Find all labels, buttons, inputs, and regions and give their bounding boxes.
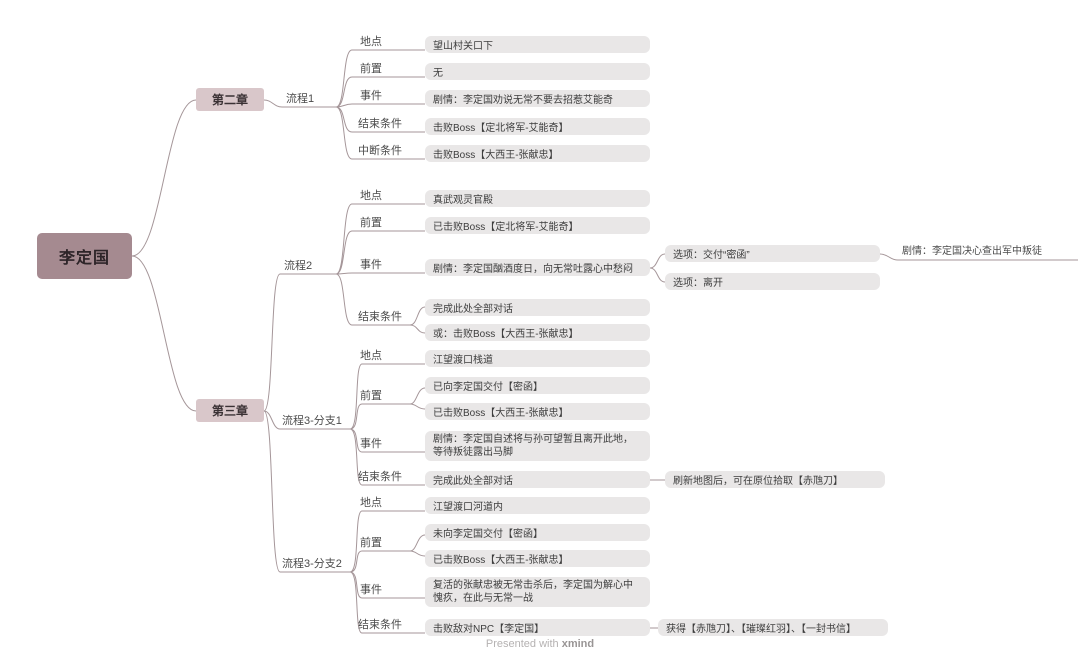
flow1-prereq-value[interactable]: 无 — [425, 63, 650, 80]
flow2-option1-result[interactable]: 剧情：李定国决心查出军中叛徒 — [902, 246, 1042, 257]
flow2-location-value[interactable]: 真武观灵官殿 — [425, 190, 650, 207]
flow3a-location-value[interactable]: 江望渡口栈道 — [425, 350, 650, 367]
flow3a-topic[interactable]: 流程3-分支1 — [282, 415, 342, 427]
flow2-topic[interactable]: 流程2 — [284, 260, 313, 272]
flow2-option1-topic[interactable]: 选项：交付“密函” — [665, 245, 880, 262]
flow3a-end-note[interactable]: 刷新地图后，可在原位拾取【赤虺刀】 — [665, 471, 885, 488]
flow1-event-label[interactable]: 事件 — [360, 90, 382, 102]
chapter3-topic[interactable]: 第三章 — [196, 399, 264, 422]
flow1-end-label[interactable]: 结束条件 — [358, 118, 402, 130]
flow1-event-value[interactable]: 剧情：李定国劝说无常不要去招惹艾能奇 — [425, 90, 650, 107]
flow3b-event-value[interactable]: 复活的张献忠被无常击杀后，李定国为解心中愧疚，在此与无常一战 — [425, 577, 650, 607]
flow3a-location-label[interactable]: 地点 — [360, 350, 382, 362]
flow2-end2-value[interactable]: 或：击败Boss【大西王-张献忠】 — [425, 324, 650, 341]
flow3a-end-value[interactable]: 完成此处全部对话 — [425, 471, 650, 488]
flow2-option2-topic[interactable]: 选项：离开 — [665, 273, 880, 290]
flow1-prereq-label[interactable]: 前置 — [360, 63, 382, 75]
flow2-prereq-label[interactable]: 前置 — [360, 217, 382, 229]
flow3a-event-label[interactable]: 事件 — [360, 438, 382, 450]
watermark-brand: xmind — [561, 638, 595, 650]
flow2-event-value[interactable]: 剧情：李定国酗酒度日，向无常吐露心中愁闷 — [425, 259, 650, 276]
flow3a-prereq2-value[interactable]: 已击败Boss【大西王-张献忠】 — [425, 403, 650, 420]
flow2-prereq-value[interactable]: 已击败Boss【定北将军-艾能奇】 — [425, 217, 650, 234]
flow1-location-label[interactable]: 地点 — [360, 36, 382, 48]
flow3b-topic[interactable]: 流程3-分支2 — [282, 558, 342, 570]
flow2-location-label[interactable]: 地点 — [360, 190, 382, 202]
flow3b-location-value[interactable]: 江望渡口河道内 — [425, 497, 650, 514]
root-topic[interactable]: 李定国 — [37, 233, 132, 279]
flow3b-location-label[interactable]: 地点 — [360, 497, 382, 509]
flow1-location-value[interactable]: 望山村关口下 — [425, 36, 650, 53]
flow2-end-label[interactable]: 结束条件 — [358, 311, 402, 323]
flow3b-prereq2-value[interactable]: 已击败Boss【大西王-张献忠】 — [425, 550, 650, 567]
flow1-topic[interactable]: 流程1 — [286, 93, 315, 105]
flow3a-prereq1-value[interactable]: 已向李定国交付【密函】 — [425, 377, 650, 394]
flow3b-end-note[interactable]: 获得【赤虺刀】、【璀璨红羽】、【一封书信】 — [658, 619, 888, 636]
flow1-end-value[interactable]: 击败Boss【定北将军-艾能奇】 — [425, 118, 650, 135]
flow3a-end-label[interactable]: 结束条件 — [358, 471, 402, 483]
flow2-event-label[interactable]: 事件 — [360, 259, 382, 271]
flow3b-end-label[interactable]: 结束条件 — [358, 619, 402, 631]
flow3a-event-value[interactable]: 剧情：李定国自述将与孙可望暂且离开此地，等待叛徒露出马脚 — [425, 431, 650, 461]
flow1-interrupt-value[interactable]: 击败Boss【大西王-张献忠】 — [425, 145, 650, 162]
flow3a-prereq-label[interactable]: 前置 — [360, 390, 382, 402]
flow3b-prereq-label[interactable]: 前置 — [360, 537, 382, 549]
flow1-interrupt-label[interactable]: 中断条件 — [358, 145, 402, 157]
flow3b-prereq1-value[interactable]: 未向李定国交付【密函】 — [425, 524, 650, 541]
xmind-watermark: Presented with xmind — [0, 638, 1080, 650]
watermark-text: Presented with — [485, 638, 559, 650]
flow3b-event-label[interactable]: 事件 — [360, 584, 382, 596]
flow3b-end-value[interactable]: 击败敌对NPC【李定国】 — [425, 619, 650, 636]
flow2-end1-value[interactable]: 完成此处全部对话 — [425, 299, 650, 316]
chapter2-topic[interactable]: 第二章 — [196, 88, 264, 111]
